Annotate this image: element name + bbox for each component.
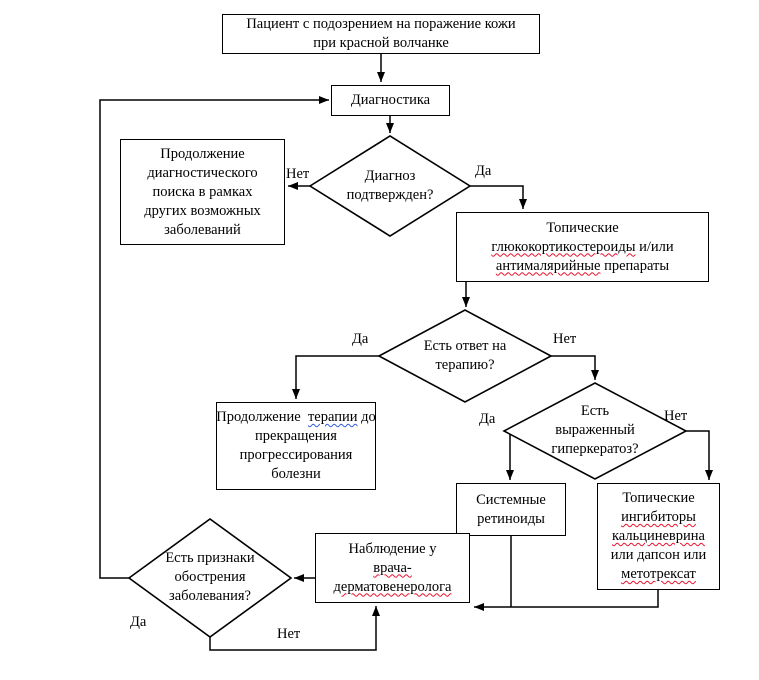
decision-shapes: [127, 135, 688, 638]
node-line: Топические: [622, 489, 694, 508]
edge-label-exacerbation-yes: Да: [130, 614, 147, 630]
connector-exacerbation-yes-loop: [99, 96, 329, 579]
text-segment: препараты: [600, 257, 670, 274]
node-line: Продолжение терапии до: [216, 408, 376, 427]
decision-exacerbation-shape: [127, 518, 293, 638]
node-line: Системные: [476, 491, 546, 508]
connector-confirmed-yes: [470, 185, 527, 209]
node-line: или дапсон или: [611, 546, 707, 565]
edge-label-confirmed-no: Нет: [286, 166, 310, 182]
node-patient: Пациент с подозрением на поражение кожи …: [222, 14, 540, 54]
text-segment: Наблюдение у: [348, 540, 437, 557]
edge-label-exacerbation-no: Нет: [277, 626, 301, 642]
node-line: Топические: [546, 219, 618, 238]
text-segment: или дапсон или: [610, 547, 707, 563]
node-line: болезни: [271, 466, 321, 482]
node-line: антималярийные препараты: [496, 257, 669, 276]
edge-label-hyper-no: Нет: [664, 408, 688, 424]
misspelled-word: дерматовенеролога: [333, 578, 452, 595]
node-line: заболеваний: [164, 221, 241, 238]
node-line: врача-: [373, 559, 412, 578]
node-line: кальциневрина: [612, 527, 705, 546]
grammar-flagged-word: терапии: [307, 409, 358, 425]
node-line: поиска в рамках: [152, 183, 253, 200]
node-line: глюкокортикостероиды и/или: [491, 238, 673, 257]
misspelled-word: ингибиторы: [621, 509, 696, 525]
misspelled-word: кальциневрина: [611, 528, 705, 544]
text-segment: и/или: [635, 238, 674, 255]
misspelled-word: метотрексат: [621, 566, 696, 582]
node-line: других возможных: [144, 202, 261, 219]
node-line: ингибиторы: [621, 508, 696, 527]
node-line: диагностического: [147, 164, 258, 181]
misspelled-word: антималярийные: [495, 257, 601, 274]
node-line: дерматовенеролога: [334, 578, 452, 597]
node-observation-dermatologist: Наблюдение у врача- дерматовенеролога: [315, 533, 470, 603]
edge-label-hyper-yes: Да: [479, 411, 496, 427]
misspelled-word: глюкокортикостероиды: [491, 238, 636, 255]
misspelled-word: врача-: [373, 559, 412, 576]
connector-hyper-yes: [504, 430, 514, 480]
edge-label-confirmed-yes: Да: [475, 163, 492, 179]
node-line: при красной волчанке: [313, 35, 449, 51]
node-continue-therapy: Продолжение терапии до прекращения прогр…: [216, 402, 376, 490]
connector-exacerbation-no-loop: [209, 606, 380, 651]
node-line: Наблюдение у: [349, 540, 437, 559]
node-line: Диагностика: [350, 92, 431, 108]
node-diagnostics: Диагностика: [331, 85, 450, 116]
text-segment: Топические: [622, 490, 695, 506]
node-line: ретиноиды: [477, 510, 545, 527]
connector-lines: [99, 54, 713, 651]
connector-inhibitors-to-observation: [474, 590, 659, 611]
node-topical-inhibitors: Топические ингибиторы кальциневрина или …: [597, 483, 720, 590]
connector-hyper-no: [686, 430, 713, 480]
decision-therapy-response-shape: [377, 309, 553, 403]
node-line: Продолжение: [160, 145, 245, 162]
decision-hyperkeratosis-shape: [502, 382, 688, 480]
node-systemic-retinoids: Системные ретиноиды: [456, 483, 566, 536]
text-segment: Продолжение: [216, 409, 308, 425]
node-topical-glucocorticosteroids: Топические глюкокортикостероиды и/или ан…: [456, 212, 709, 282]
node-continue-diagnostic-search: Продолжение диагностического поиска в ра…: [120, 139, 285, 245]
edge-label-response-no: Нет: [553, 331, 577, 347]
node-line: Пациент с подозрением на поражение кожи: [246, 16, 516, 32]
edge-label-response-yes: Да: [352, 331, 369, 347]
text-segment: Топические: [546, 219, 619, 236]
connector-response-no: [551, 355, 599, 380]
node-line: прогрессирования: [239, 447, 353, 463]
text-segment: до: [357, 409, 376, 425]
decision-diagnosis-confirmed-shape: [308, 135, 472, 237]
node-line: метотрексат: [621, 565, 696, 584]
connector-response-yes: [292, 355, 379, 399]
node-line: прекращения: [255, 428, 337, 444]
